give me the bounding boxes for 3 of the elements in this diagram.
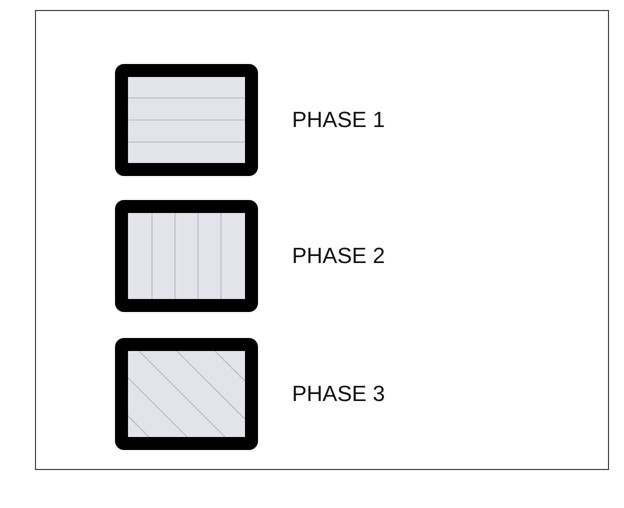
legend-label: PHASE 1 — [292, 107, 385, 133]
legend-label: PHASE 2 — [292, 243, 385, 269]
legend-label: PHASE 3 — [292, 381, 385, 407]
